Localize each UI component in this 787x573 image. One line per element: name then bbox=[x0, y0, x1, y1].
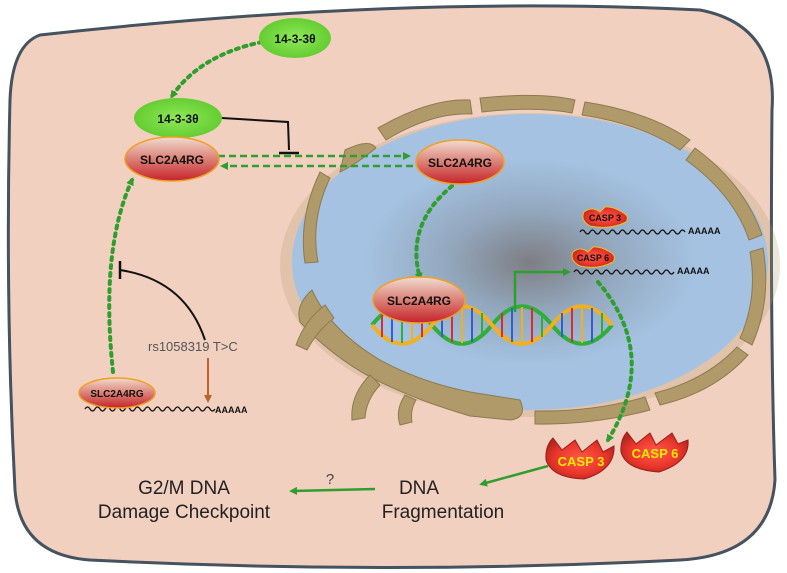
slc2a4rg-dna-bound: SLC2A4RG bbox=[372, 276, 466, 324]
arrow-translation bbox=[596, 280, 634, 443]
g2m-line1: G2/M DNA bbox=[138, 478, 230, 499]
snp-label: rs1058319 T>C bbox=[148, 339, 238, 354]
casp6-protein: CASP 6 bbox=[620, 431, 689, 473]
label-slc-cyto: SLC2A4RG bbox=[140, 153, 204, 167]
label-slc-mrna: SLC2A4RG bbox=[90, 389, 144, 400]
arrow-fragmentation-g2m bbox=[289, 486, 376, 495]
arrow-transcription bbox=[513, 268, 571, 312]
casp3-mrna-ribosome: CASP 3 bbox=[582, 206, 628, 228]
connectors bbox=[107, 40, 634, 495]
dna-fragmentation-line2: Fragmentation bbox=[382, 502, 505, 523]
inhibition-snp bbox=[119, 269, 206, 341]
label-slc-nuc: SLC2A4RG bbox=[428, 156, 492, 170]
casp3-protein: CASP 3 bbox=[545, 437, 615, 480]
inhibition-1433 bbox=[221, 117, 290, 151]
casp6-mrna-ribosome: CASP 6 bbox=[571, 246, 615, 268]
nuclear-envelope bbox=[295, 94, 767, 426]
label-casp3-mrna: CASP 3 bbox=[589, 213, 621, 223]
arrow-1433-recruit bbox=[170, 40, 264, 99]
label-1433-bound: 14-3-3θ bbox=[157, 112, 198, 126]
label-casp6-protein: CASP 6 bbox=[632, 446, 679, 461]
protein-1433-bound: 14-3-3θ bbox=[134, 98, 222, 138]
question-mark: ? bbox=[326, 471, 334, 488]
protein-1433-free: 14-3-3θ bbox=[259, 18, 331, 58]
label-casp3-protein: CASP 3 bbox=[558, 454, 605, 469]
arrow-casp-fragmentation bbox=[479, 464, 549, 487]
label-casp6-mrna: CASP 6 bbox=[577, 253, 609, 263]
slc2a4rg-mrna-ribosome: SLC2A4RG bbox=[78, 377, 156, 409]
slc2a4rg-nuclear: SLC2A4RG bbox=[415, 139, 505, 185]
polya-slc: AAAAA bbox=[215, 405, 248, 415]
slc2a4rg-cytoplasmic: SLC2A4RG bbox=[124, 136, 220, 182]
mrna-casp3 bbox=[579, 229, 686, 235]
mrna-casp6 bbox=[573, 269, 675, 275]
label-1433-free: 14-3-3θ bbox=[274, 32, 315, 46]
polya-casp6: AAAAA bbox=[677, 266, 710, 276]
arrow-slc-translation bbox=[107, 177, 134, 374]
polya-casp3: AAAAA bbox=[688, 226, 721, 236]
dna-fragmentation-line1: DNA bbox=[399, 478, 439, 499]
label-slc-dna: SLC2A4RG bbox=[387, 294, 451, 308]
arrow-bind-dna bbox=[414, 184, 454, 281]
g2m-line2: Damage Checkpoint bbox=[98, 502, 271, 523]
